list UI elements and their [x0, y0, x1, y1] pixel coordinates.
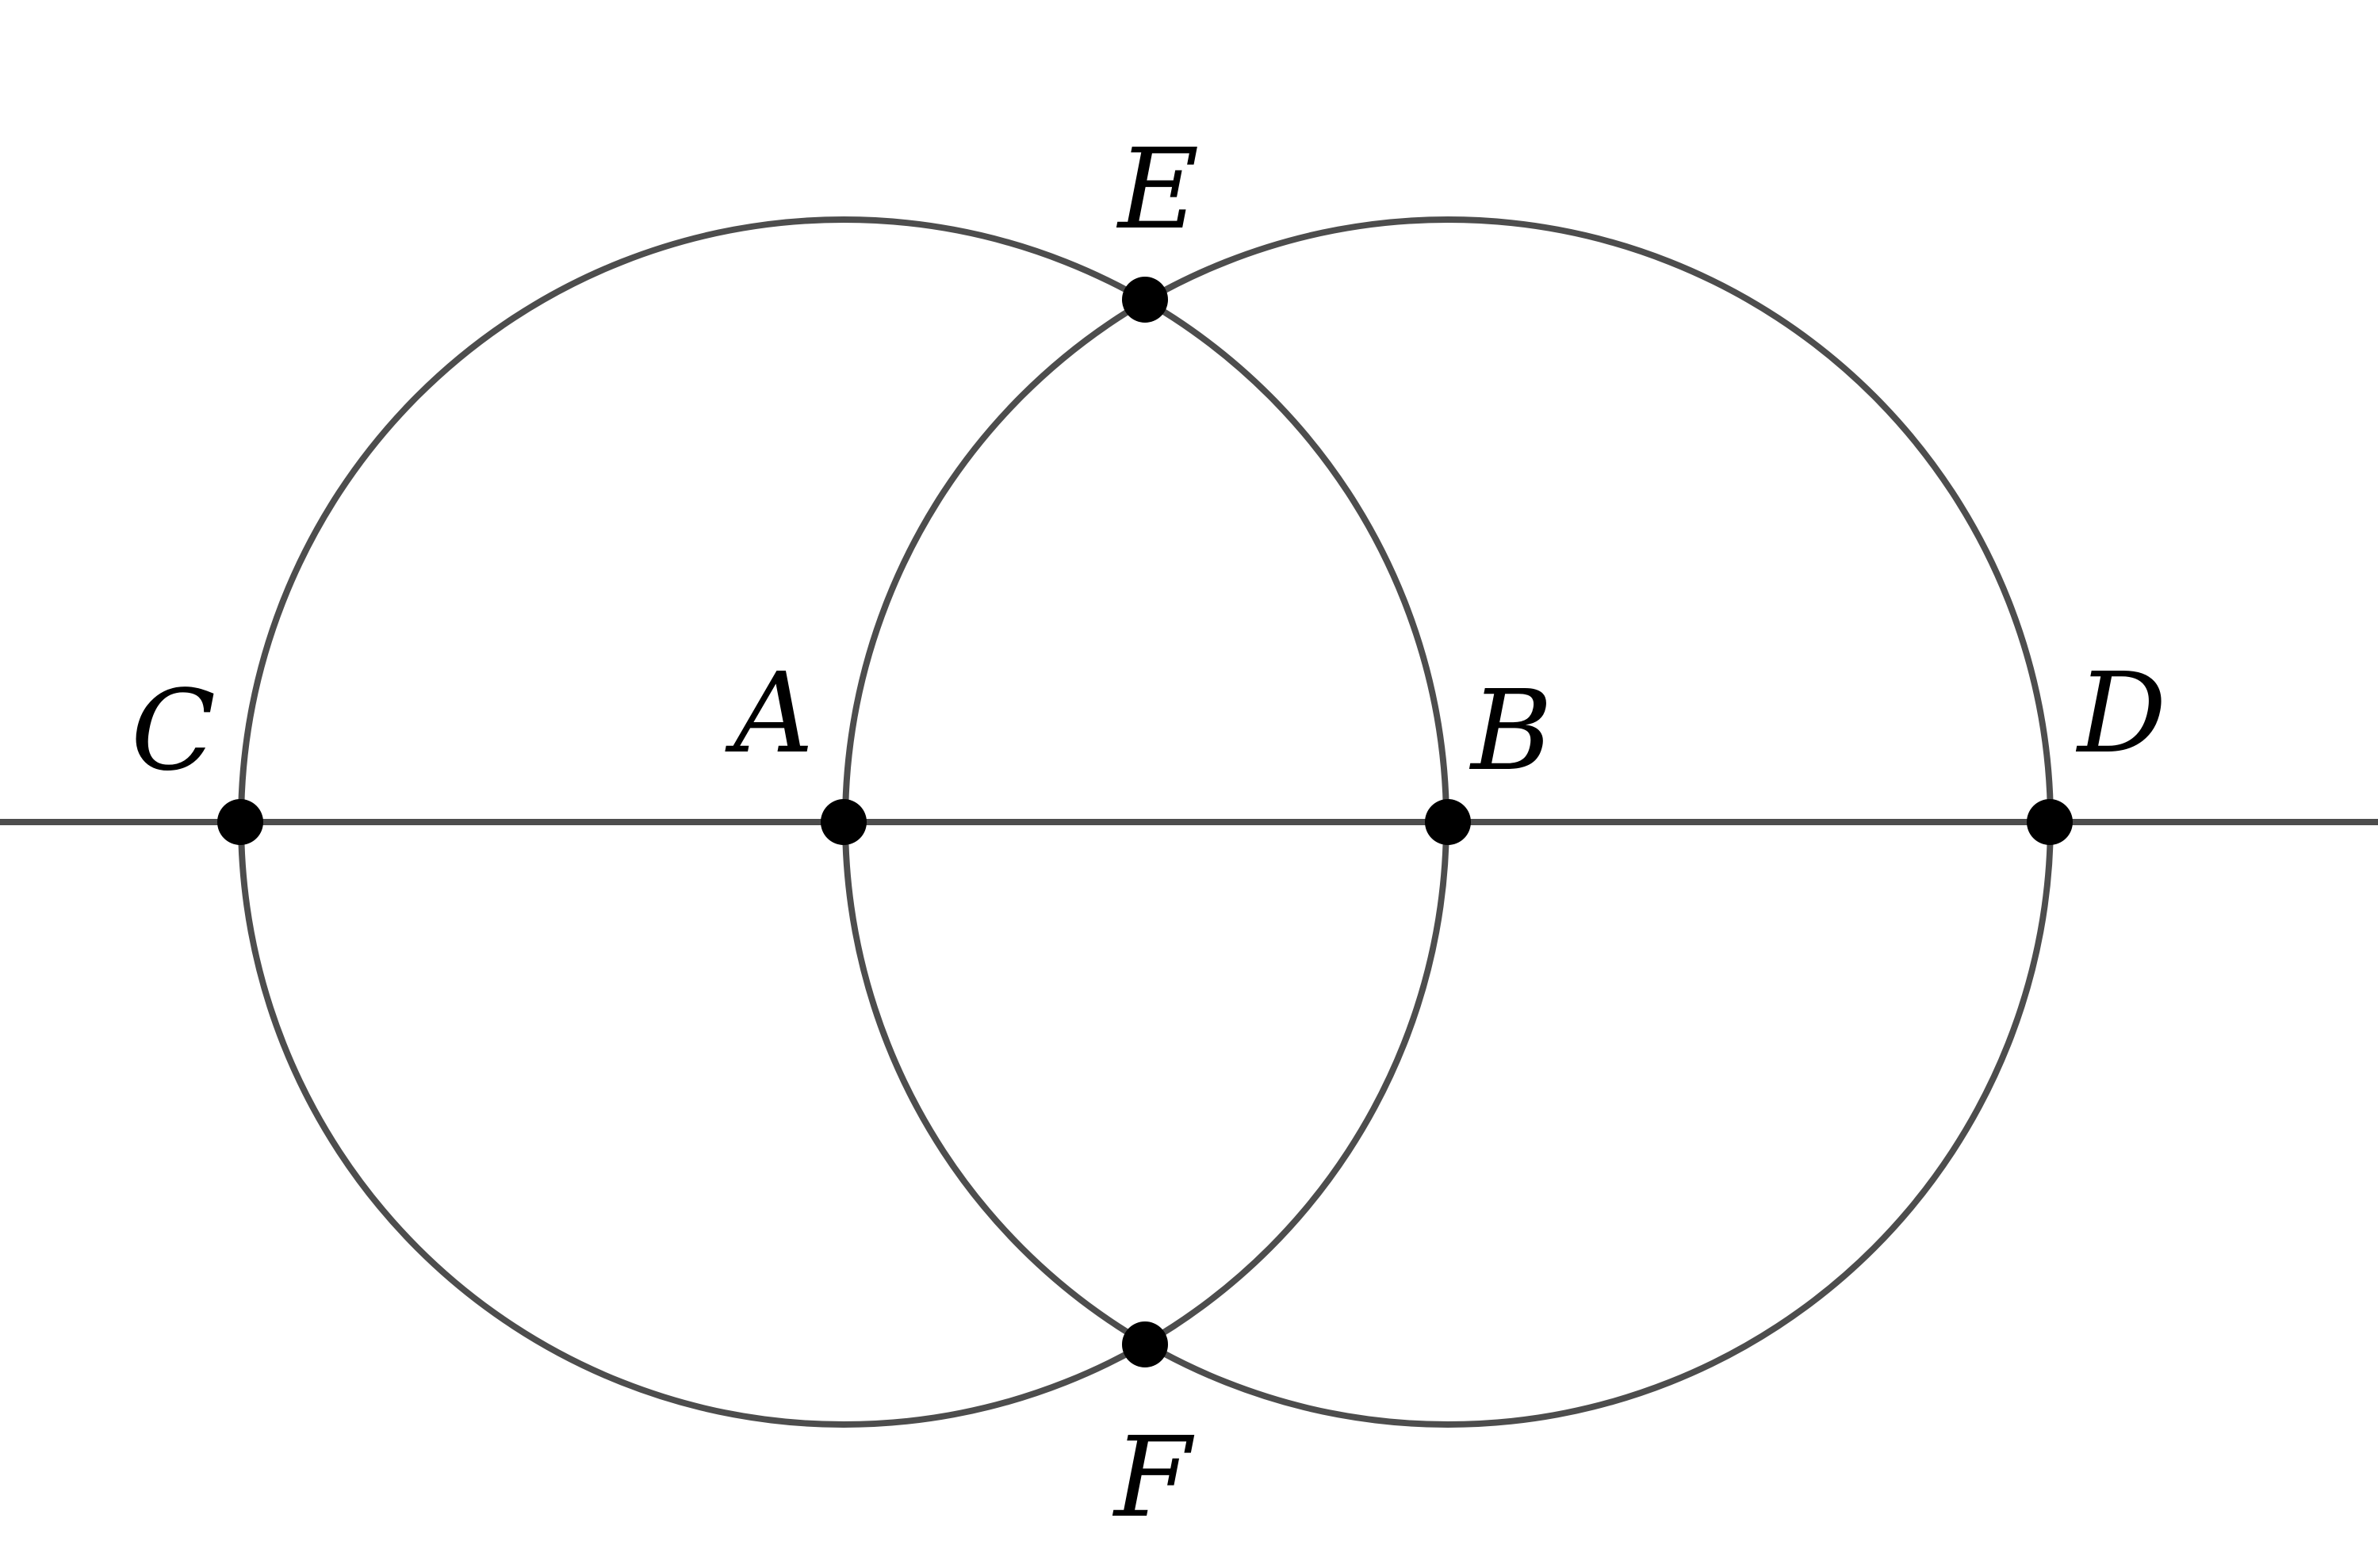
point-a [821, 799, 867, 845]
point-c [217, 799, 263, 845]
point-b [1425, 799, 1471, 845]
point-f [1122, 1321, 1168, 1367]
point-d [2027, 799, 2073, 845]
label-d: D [2075, 649, 2166, 778]
label-c: C [131, 667, 216, 796]
label-f: F [1112, 1413, 1195, 1543]
label-e: E [1116, 125, 1199, 254]
point-e [1122, 277, 1168, 323]
label-b: B [1469, 667, 1553, 796]
label-a: A [725, 649, 814, 778]
